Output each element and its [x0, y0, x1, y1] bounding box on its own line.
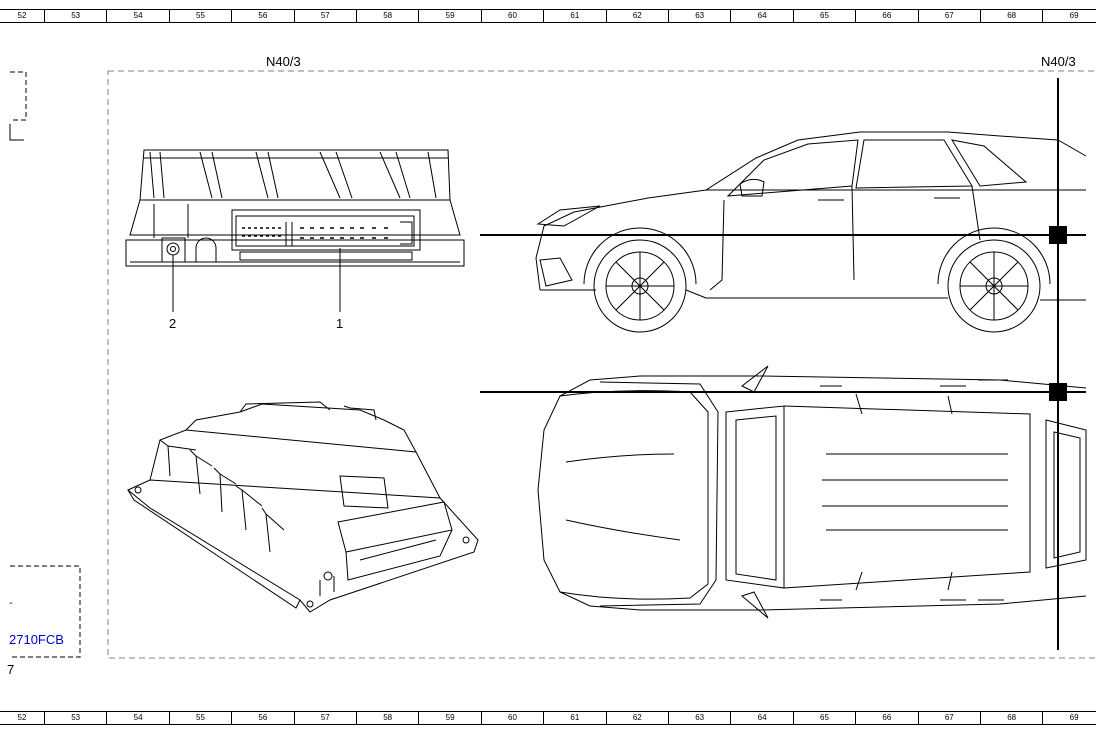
top-ruler-column-61: 61: [543, 10, 605, 22]
vehicle-top-view: [537, 365, 1087, 619]
bottom-ruler-column-52: 52: [17, 713, 27, 722]
bottom-ruler-column-66: 66: [855, 712, 917, 724]
bottom-ruler-column-57: 57: [293, 712, 356, 724]
top-ruler-column-55: 55: [168, 10, 231, 22]
bottom-ruler-column-54: 54: [106, 712, 168, 724]
bottom-ruler-column-61: 61: [543, 712, 605, 724]
top-ruler-column-53: 53: [44, 10, 106, 22]
bottom-ruler-column-60: 60: [480, 712, 543, 724]
top-ruler-column-57: 57: [293, 10, 356, 22]
bottom-ruler-column-58: 58: [356, 712, 418, 724]
bottom-ruler-column-63: 63: [668, 712, 730, 724]
top-ruler-column-65: 65: [792, 10, 855, 22]
top-ruler-column-69: 69: [1042, 10, 1096, 22]
bottom-ruler-column-59: 59: [418, 712, 480, 724]
neighbour-frame-top: [9, 71, 27, 141]
side-number: 7: [7, 662, 15, 677]
top-ruler-column-54: 54: [106, 10, 168, 22]
diagram-frame: [107, 70, 1096, 659]
top-ruler-column-63: 63: [668, 10, 730, 22]
bottom-ruler-column-53: 53: [44, 712, 106, 724]
top-ruler-column-67: 67: [917, 10, 980, 22]
bottom-ruler-column-65: 65: [792, 712, 855, 724]
bottom-ruler-column-68: 68: [980, 712, 1042, 724]
control-unit-iso-view: [127, 401, 479, 613]
bottom-ruler-column-64: 64: [730, 712, 792, 724]
top-ruler-column-60: 60: [480, 10, 543, 22]
bottom-ruler-column-55: 55: [168, 712, 231, 724]
top-ruler-column-68: 68: [980, 10, 1042, 22]
top-ruler-column-62: 62: [605, 10, 668, 22]
location-marker-lines: [480, 78, 1086, 650]
top-ruler-column-56: 56: [231, 10, 293, 22]
bottom-ruler-column-56: 56: [231, 712, 293, 724]
component-label-right: N40/3: [1041, 54, 1076, 69]
top-ruler-column-58: 58: [356, 10, 418, 22]
reference-tick: -: [9, 597, 13, 609]
bottom-ruler-column-67: 67: [917, 712, 980, 724]
bottom-ruler-column-69: 69: [1042, 712, 1096, 724]
connector-pins: [242, 227, 388, 239]
location-marker-side: [1049, 226, 1067, 244]
callout-2: 2: [169, 316, 177, 331]
neighbour-frame-bottom: [10, 565, 81, 658]
location-marker-top: [1049, 383, 1067, 401]
top-ruler-column-64: 64: [730, 10, 792, 22]
vehicle-side-view: [535, 131, 1087, 333]
top-ruler-column-52: 52: [17, 11, 27, 20]
reference-link[interactable]: 2710FCB: [9, 632, 64, 647]
top-ruler-column-66: 66: [855, 10, 917, 22]
component-label-left: N40/3: [266, 54, 301, 69]
callout-1: 1: [336, 316, 344, 331]
top-ruler-column-59: 59: [418, 10, 480, 22]
control-unit-front-view: [125, 149, 465, 312]
bottom-ruler-column-62: 62: [605, 712, 668, 724]
